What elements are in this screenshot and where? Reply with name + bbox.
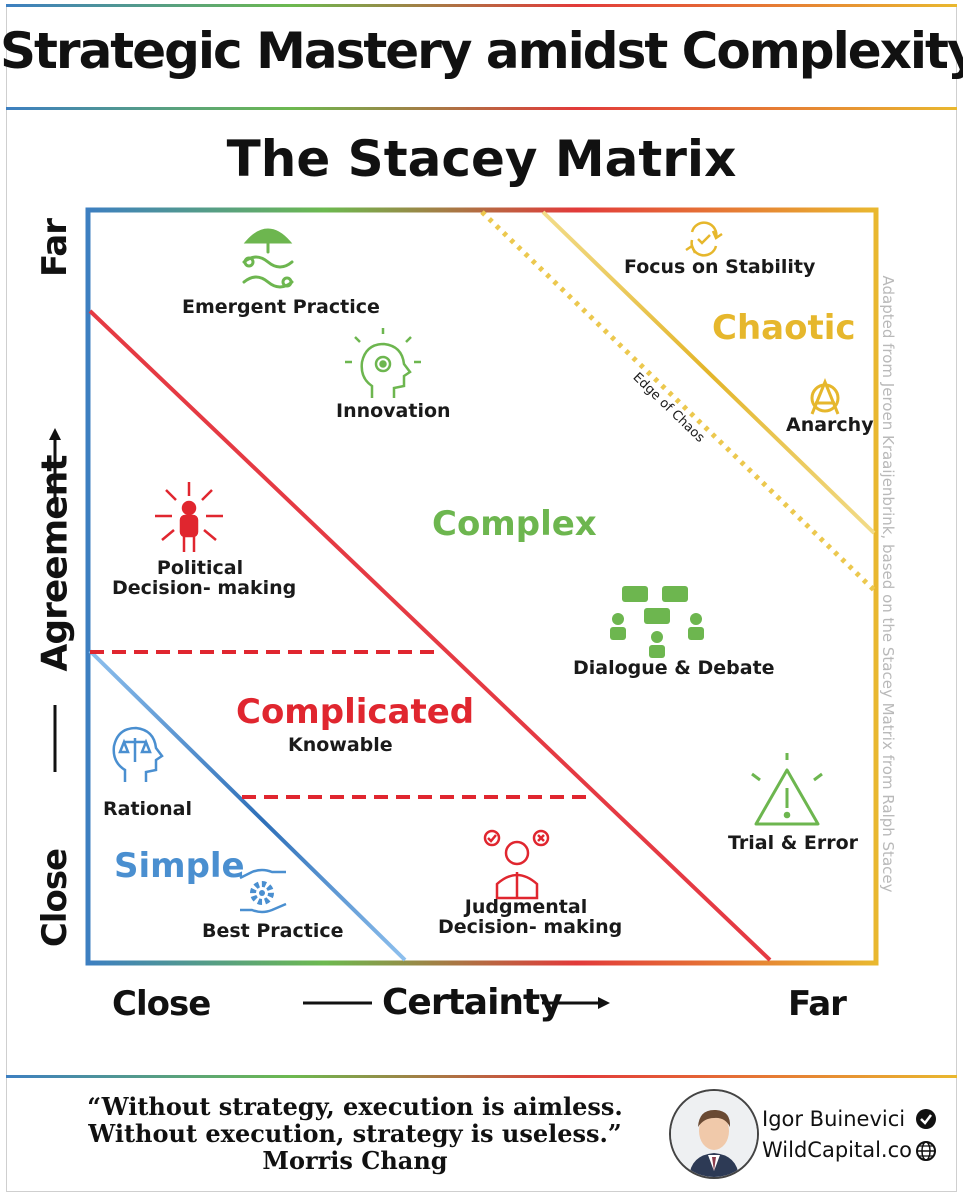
warning-triangle-icon <box>751 753 823 826</box>
matrix-title: The Stacey Matrix <box>226 130 737 188</box>
rational-label: Rational <box>103 798 192 820</box>
quote-line-1: “Without strategy, execution is aimless. <box>87 1092 623 1121</box>
footer-divider <box>6 1075 957 1078</box>
avatar <box>669 1089 759 1179</box>
agreement-axis-arrow <box>49 428 61 772</box>
top-divider <box>6 4 957 7</box>
avatar-portrait-icon <box>671 1091 757 1177</box>
head-scales-icon <box>112 726 164 782</box>
matrix-border <box>85 207 879 966</box>
anarchy-icon <box>810 378 840 415</box>
person-arrows-icon <box>155 482 223 552</box>
best-practice-label: Best Practice <box>202 920 344 942</box>
political-decision-line1: Political <box>156 557 244 579</box>
judgmental-decision-line1: Judgmental <box>464 896 588 918</box>
innovation-label: Innovation <box>336 400 451 422</box>
zone-complex-label: Complex <box>432 504 597 544</box>
zone-simple-label: Simple <box>114 846 245 886</box>
zone-complicated-sublabel: Knowable <box>288 734 393 756</box>
focus-on-stability-label: Focus on Stability <box>624 256 816 278</box>
source-credit-text: Adapted from Jeroen Kraaijenbrink, based… <box>879 275 897 893</box>
quote-line-2: Without execution, strategy is useless.” <box>88 1119 622 1148</box>
author-name: Igor Buinevici <box>762 1107 906 1131</box>
hand-gear-icon <box>239 868 287 914</box>
x-axis-title: Certainty <box>382 982 563 1023</box>
judgmental-decision-line2: Decision- making <box>438 916 623 938</box>
zone-chaotic-label: Chaotic <box>712 308 856 348</box>
head-gear-icon <box>345 328 421 398</box>
political-decision-label: Political Decision- making <box>112 557 297 599</box>
anarchy-label: Anarchy <box>786 414 874 436</box>
header-divider <box>6 107 957 110</box>
quote-block: “Without strategy, execution is aimless.… <box>40 1093 670 1174</box>
refresh-check-icon <box>685 221 723 257</box>
edge-of-chaos-line <box>480 210 876 592</box>
certainty-axis-arrow <box>303 997 610 1009</box>
people-chat-icon <box>610 586 704 658</box>
quote-author: Morris Chang <box>262 1146 448 1175</box>
judgmental-decision-label: Judgmental Decision- making <box>438 896 623 938</box>
simple-boundary-line <box>88 649 407 962</box>
chaotic-boundary-line <box>541 210 876 535</box>
person-choices-icon <box>483 829 550 900</box>
globe-icon <box>916 1141 936 1161</box>
complex-boundary-line <box>88 309 772 962</box>
emergent-practice-label: Emergent Practice <box>182 296 380 318</box>
y-axis-close-label: Close <box>35 848 75 948</box>
y-axis-title: Agreement <box>34 455 76 672</box>
y-axis-far-label: Far <box>35 219 75 277</box>
trial-error-label: Trial & Error <box>728 832 859 854</box>
political-decision-line2: Decision- making <box>112 577 297 599</box>
umbrella-wrench-icon <box>242 228 294 289</box>
author-site[interactable]: WildCapital.co <box>762 1138 913 1162</box>
verified-check-icon <box>916 1109 936 1129</box>
page-title: Strategic Mastery amidst Complexity <box>0 22 963 80</box>
x-axis-far-label: Far <box>788 984 847 1024</box>
dialogue-debate-label: Dialogue & Debate <box>573 657 775 679</box>
x-axis-close-label: Close <box>112 984 211 1024</box>
zone-complicated-label: Complicated <box>236 692 475 732</box>
